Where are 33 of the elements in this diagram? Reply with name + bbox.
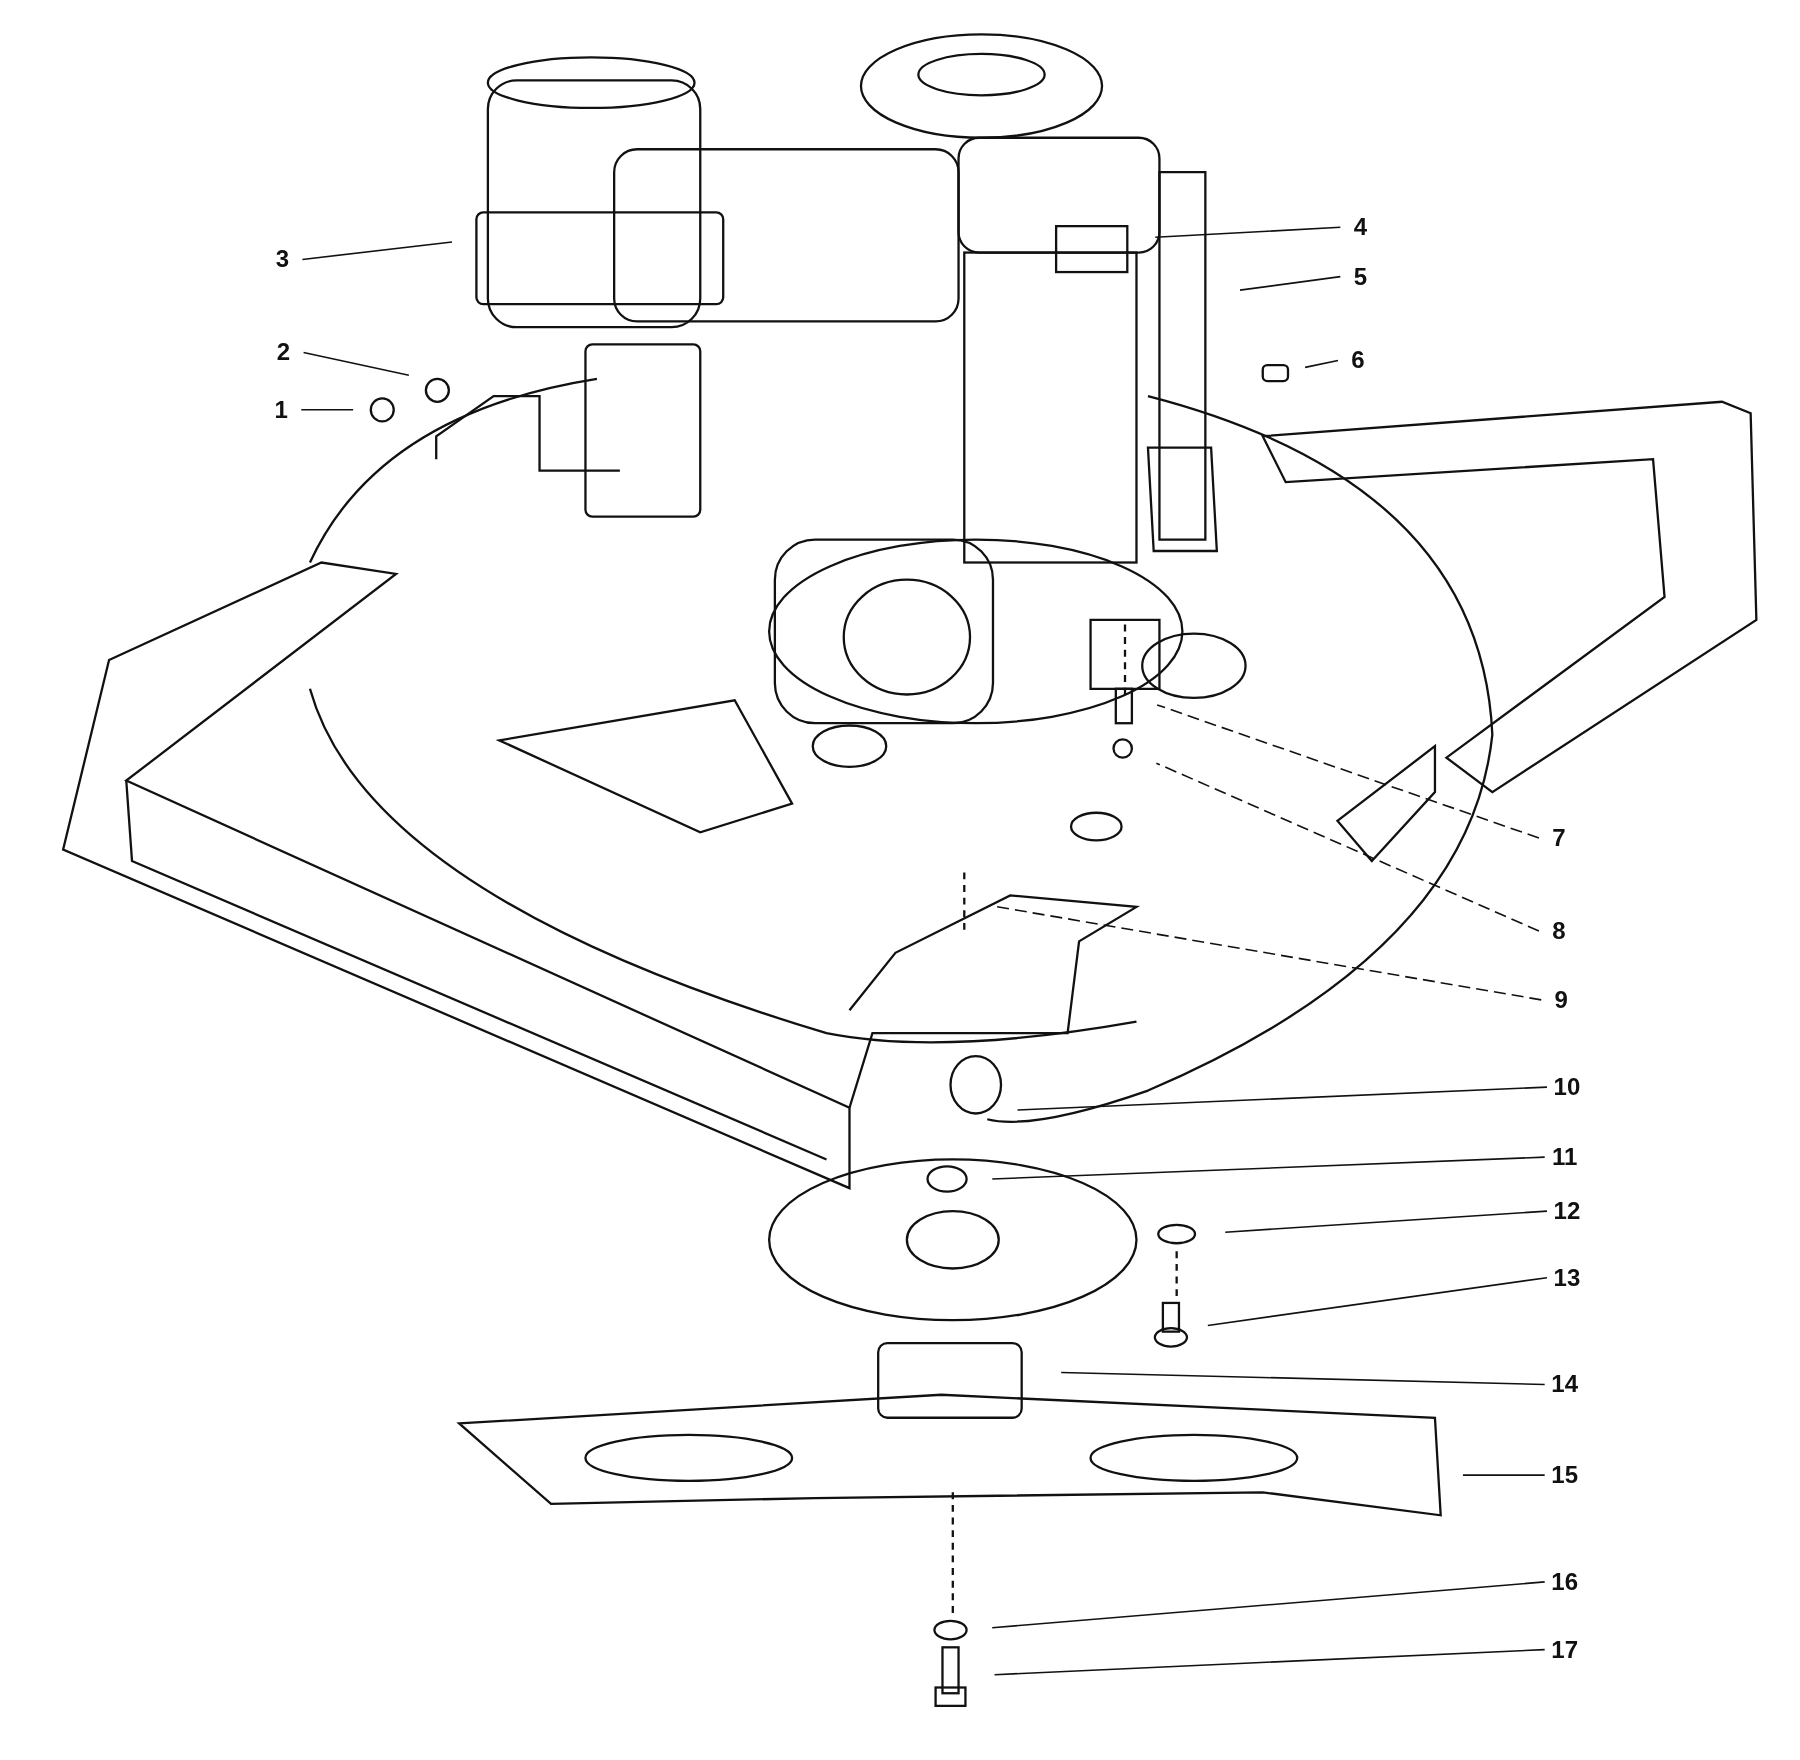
callout-number: 11: [1544, 1140, 1585, 1175]
leader-line: [1207, 1276, 1548, 1327]
callout-number: 1: [261, 392, 302, 427]
callout-number: 5: [1340, 259, 1381, 294]
leader-line: [302, 351, 410, 376]
leader-line: [1239, 275, 1342, 291]
callout-number: 15: [1544, 1458, 1585, 1493]
leader-line: [1462, 1474, 1546, 1476]
leader-line: [1156, 704, 1540, 839]
leader-line: [991, 1156, 1546, 1180]
leader-line: [1154, 226, 1342, 239]
callout-number: 12: [1546, 1194, 1587, 1229]
callout-number: 13: [1546, 1260, 1587, 1295]
callout-number: 6: [1338, 343, 1379, 378]
callout-number: 9: [1541, 982, 1582, 1017]
leader-line: [1304, 359, 1339, 369]
leader-line: [1060, 1371, 1546, 1386]
callout-number: 3: [262, 242, 303, 277]
leader-line: [300, 409, 354, 411]
callout-number: 16: [1544, 1564, 1585, 1599]
callout-number: 8: [1538, 914, 1579, 948]
callout-number: 4: [1340, 210, 1381, 245]
callout-number: 10: [1546, 1070, 1587, 1105]
leader-line: [1016, 1086, 1548, 1111]
leader-line: [1224, 1210, 1548, 1233]
callout-number: 14: [1544, 1367, 1585, 1402]
leader-line: [993, 1648, 1546, 1676]
leader-line: [1155, 762, 1540, 932]
leader-line: [301, 241, 453, 261]
callout-number: 2: [263, 335, 304, 370]
callout-number: 17: [1544, 1632, 1585, 1667]
callout-number: 7: [1538, 821, 1579, 855]
leader-line: [991, 1581, 1546, 1629]
